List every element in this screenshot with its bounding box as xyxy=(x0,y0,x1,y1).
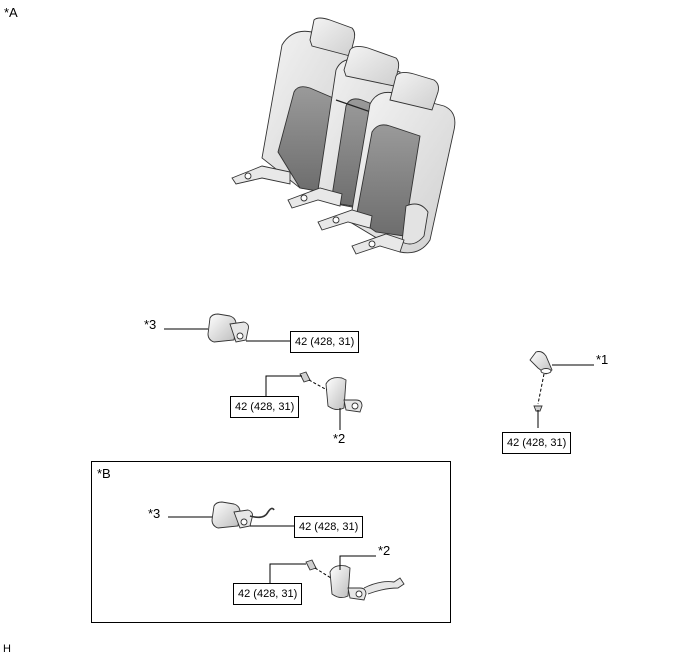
callout-2-upper: *2 xyxy=(333,431,346,446)
buckle-part-3-upper xyxy=(207,313,249,343)
torque-spec-box: 42 (428, 31) xyxy=(294,516,364,538)
torque-spec-box: 42 (428, 31) xyxy=(502,432,572,454)
buckle-part-2-lower xyxy=(305,559,405,601)
buckle-part-2-upper xyxy=(299,371,363,413)
view-b-frame xyxy=(91,461,451,623)
torque-spec-box: 42 (428, 31) xyxy=(290,331,360,353)
belt-anchor-part-1 xyxy=(529,351,553,428)
view-a-label: *A xyxy=(4,5,18,20)
view-b-label: *B xyxy=(97,466,111,481)
torque-spec-box: 42 (428, 31) xyxy=(233,583,303,605)
buckle-part-3-lower xyxy=(211,501,275,529)
torque-spec-box: 42 (428, 31) xyxy=(230,396,300,418)
rear-seat-back-illustration xyxy=(231,17,456,255)
callout-3-lower: *3 xyxy=(148,506,161,521)
callout-1: *1 xyxy=(596,352,609,367)
footer-code: H xyxy=(3,643,11,655)
callout-3-upper: *3 xyxy=(144,317,157,332)
callout-2-lower: *2 xyxy=(378,543,391,558)
